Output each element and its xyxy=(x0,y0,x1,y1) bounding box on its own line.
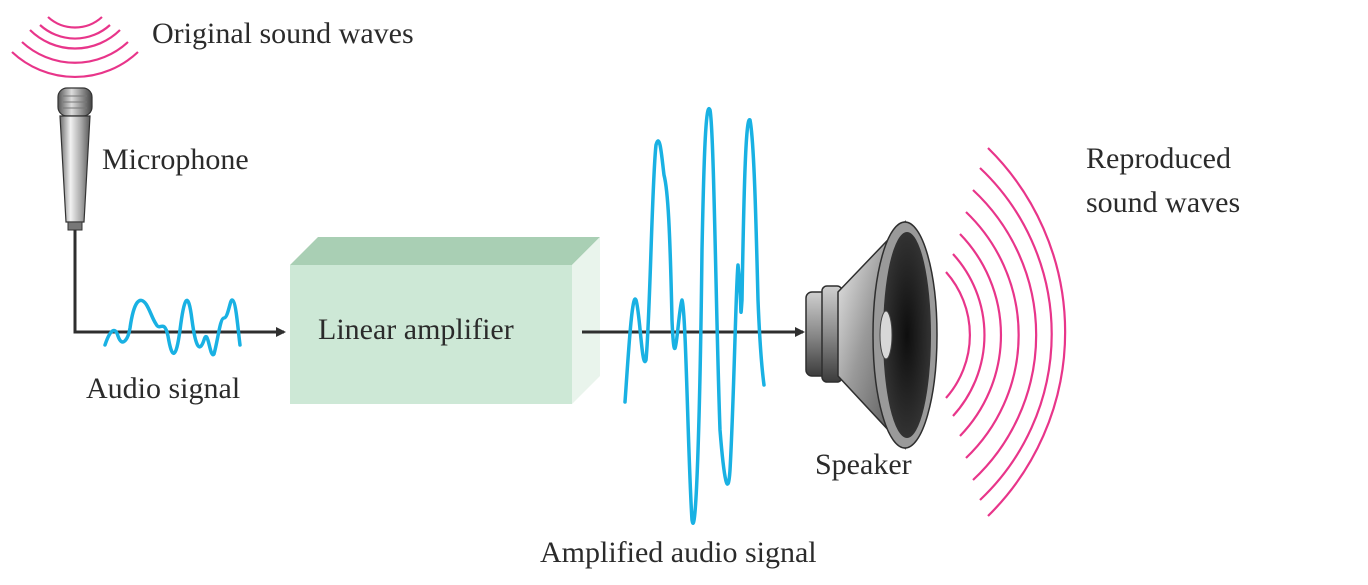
speaker-label: Speaker xyxy=(815,448,912,481)
linear-amplifier-box xyxy=(290,237,600,404)
original-sound-waves-icon xyxy=(11,16,139,79)
reproduced-sound-waves-icon xyxy=(945,147,1067,517)
audio-signal-waveform xyxy=(103,298,242,357)
original-sound-waves-label: Original sound waves xyxy=(152,17,414,50)
microphone-icon xyxy=(57,87,93,231)
speaker-icon xyxy=(805,220,938,450)
amplified-audio-signal-label: Amplified audio signal xyxy=(540,536,817,569)
reproduced-sound-waves-label-line1: Reproduced xyxy=(1086,142,1231,175)
linear-amplifier-label: Linear amplifier xyxy=(318,313,514,346)
reproduced-sound-waves-label-line2: sound waves xyxy=(1086,186,1241,219)
microphone-label: Microphone xyxy=(102,143,249,176)
amplified-signal-waveform xyxy=(623,107,766,525)
mic-cable-path xyxy=(73,230,286,337)
audio-signal-label: Audio signal xyxy=(86,372,241,405)
